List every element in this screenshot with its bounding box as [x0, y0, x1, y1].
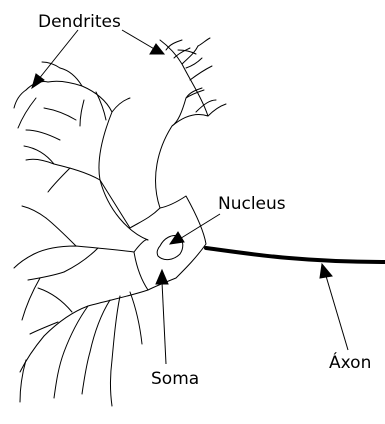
nucleus-label: Nucleus — [218, 194, 286, 214]
dendrites-arrow-left — [38, 30, 78, 80]
dendrite-tree — [14, 38, 226, 406]
dendrites-arrowhead-right — [150, 44, 164, 54]
axon-label: Áxon — [329, 351, 371, 373]
dendrites-arrow-right — [122, 30, 156, 50]
soma-arrow — [162, 282, 166, 364]
axon-arrowhead — [320, 264, 332, 278]
nucleus-arrow — [178, 214, 220, 240]
axon-line — [206, 248, 385, 262]
dendrites-label: Dendrites — [38, 12, 121, 32]
soma-arrowhead — [156, 270, 168, 284]
dendrites-arrowhead-left — [32, 74, 44, 88]
soma-label: Soma — [151, 369, 199, 389]
axon-arrow — [326, 276, 348, 350]
nucleus-arrowhead — [170, 232, 184, 244]
